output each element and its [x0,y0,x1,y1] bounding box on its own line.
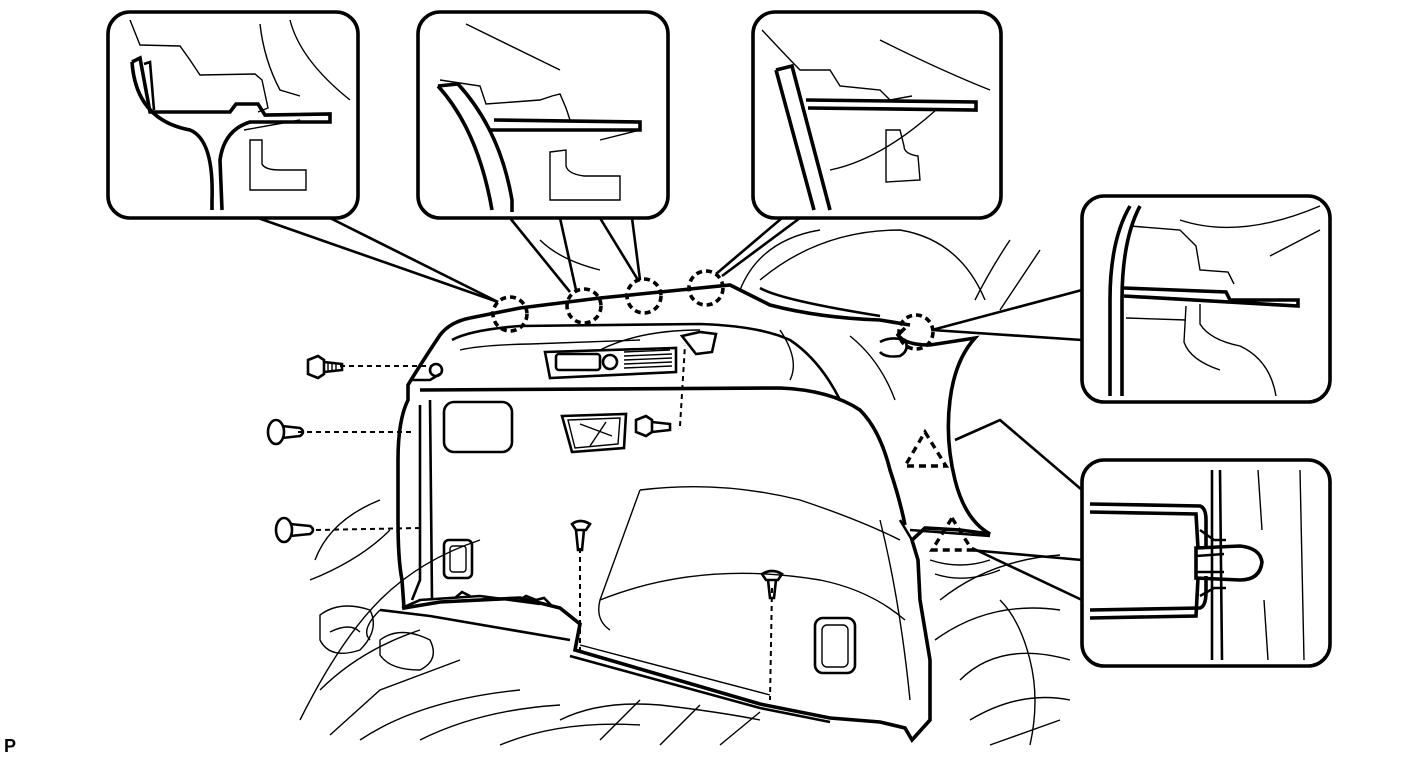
claw-marker-5 [897,313,935,351]
guide-markers [902,428,976,552]
guide-marker-2 [928,514,976,552]
claw-marker-3 [625,277,663,315]
fastener-leaders [298,344,773,701]
clip-upper [266,418,305,446]
vehicle-body-lines [299,229,1071,746]
detail-callout-4 [1080,194,1332,404]
guide-marker-1 [902,428,950,468]
claw-marker-1 [491,295,529,333]
panel-openings [412,330,908,675]
detail-callout-5 [1080,458,1332,668]
detail-callout-2 [416,10,670,220]
bolt-upper [306,354,344,380]
detail-callout-3 [751,10,1003,220]
detail-callout-1 [106,10,360,220]
clip-lower [274,516,315,544]
bolt-center [634,414,672,438]
page-marker-label: P [4,736,17,756]
clip-center-right [760,569,784,600]
claw-marker-4 [687,269,725,307]
vent-grille [623,349,673,369]
upper-rail [469,229,911,327]
claw-markers [491,269,935,351]
quarter-trim-panel [366,316,1001,744]
clip-center-left [570,519,592,552]
callout-pointers [257,216,1083,602]
claw-marker-2 [565,287,603,325]
